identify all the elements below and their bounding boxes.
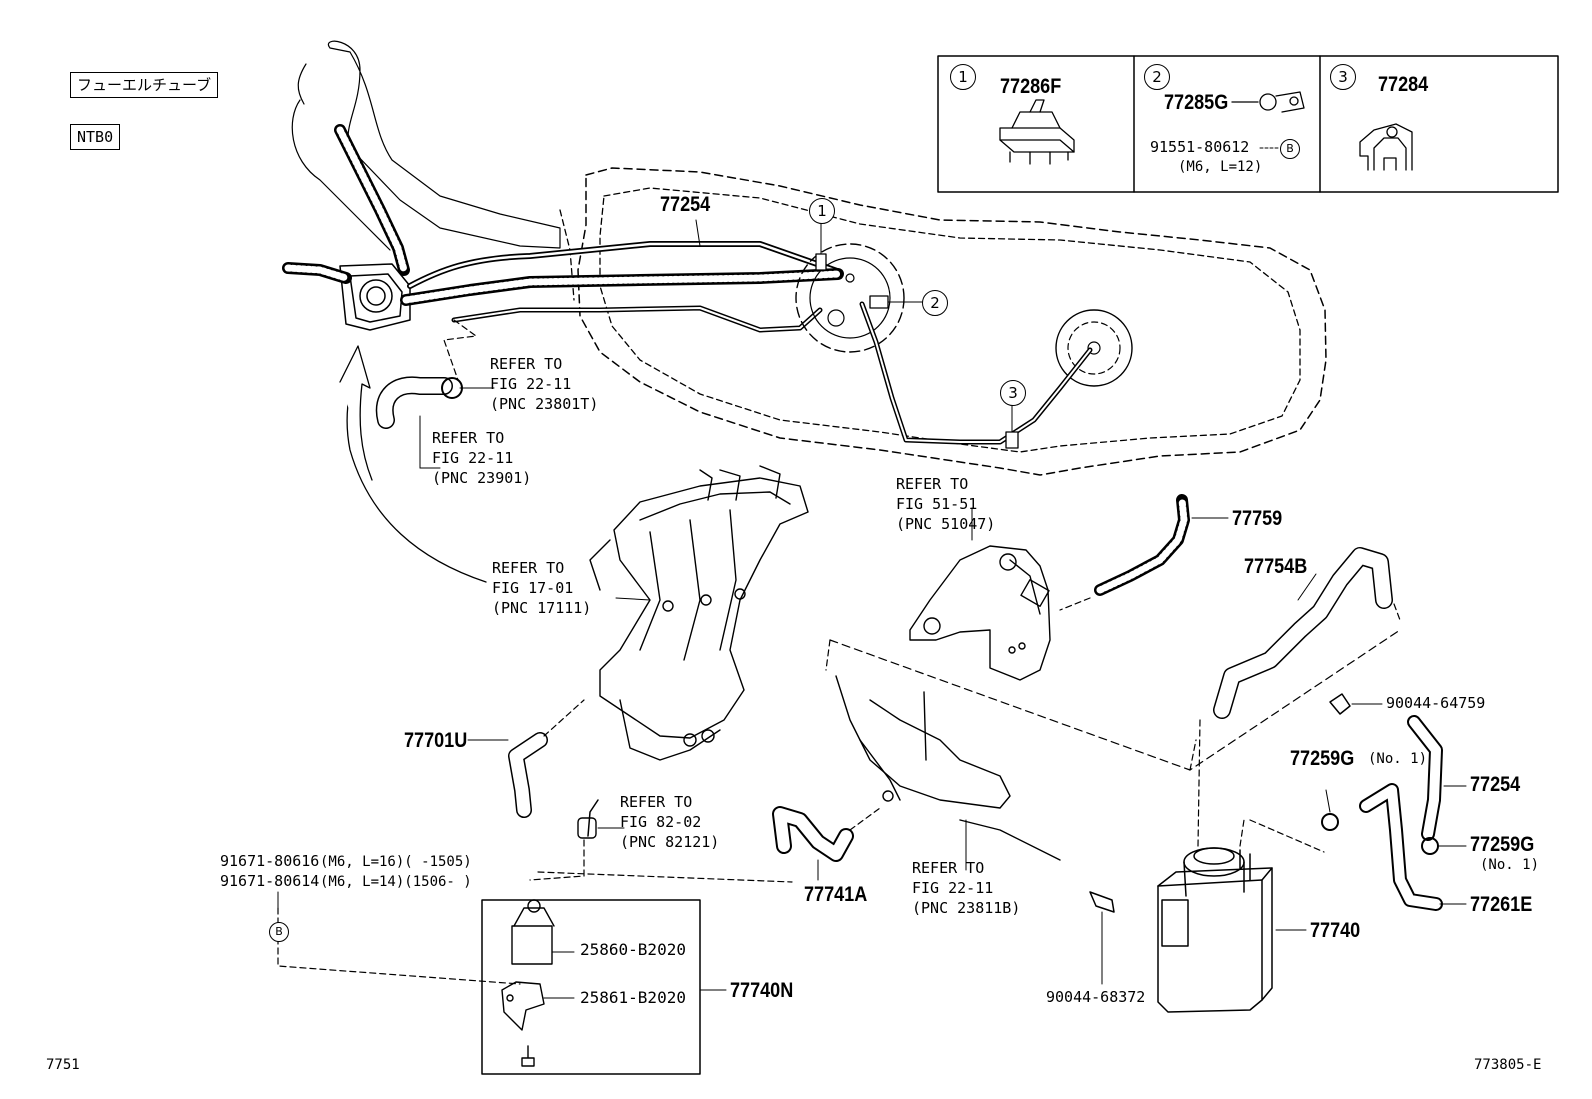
filler-neck-outline <box>327 40 561 249</box>
part-77740n: 77740N <box>730 979 794 1002</box>
part-77254-top: 77254 <box>660 193 711 216</box>
part-77741a: 77741A <box>804 883 868 906</box>
bracket-25861-drawing <box>501 981 545 1031</box>
section-title-jp: フューエルチューブ <box>70 72 219 98</box>
part-25861-b2020: 25861-B2020 <box>580 988 686 1007</box>
legend-part-77284: 77284 <box>1378 73 1429 96</box>
callout-2: 2 <box>922 290 948 316</box>
legend-num-2: 2 <box>1144 64 1170 90</box>
legend-bolt-spec: (M6, L=12) <box>1178 159 1263 175</box>
drawing-id: 773805-E <box>1474 1057 1542 1073</box>
bolt-91671-80616-spec: (M6, L=16)( -1505) <box>320 854 472 870</box>
fuel-pipe-23811b-drawing <box>835 675 1061 861</box>
bracket-51047-drawing <box>909 545 1051 681</box>
vsv-box <box>481 899 701 1075</box>
bolt-91671-80616: 91671-80616 <box>220 852 320 870</box>
callout-3: 3 <box>1000 380 1026 406</box>
bolt-mark-b: B <box>269 922 289 942</box>
ref-pnc-23811b: REFER TO FIG 22-11 (PNC 23811B) <box>912 859 1021 917</box>
legend-num-3: 3 <box>1330 64 1356 90</box>
clip-77286f-drawing <box>999 99 1075 165</box>
ref-pnc-23901: REFER TO FIG 22-11 (PNC 23901) <box>432 429 532 487</box>
pump-plate-main <box>795 243 905 353</box>
part-90044-64759: 90044-64759 <box>1386 694 1486 712</box>
bolt-91671-80614-spec: (M6, L=14)(1506- ) <box>320 874 472 890</box>
sender-plate <box>1055 309 1133 387</box>
part-77759: 77759 <box>1232 507 1283 530</box>
part-77740: 77740 <box>1310 919 1361 942</box>
intake-manifold-drawing <box>589 465 809 761</box>
legend-part-77285g: 77285G <box>1164 91 1229 114</box>
legend-bolt-mark: B <box>1280 139 1300 159</box>
vsv-25860-drawing <box>511 899 555 965</box>
part-25860-b2020: 25860-B2020 <box>580 940 686 959</box>
canister-77740-drawing <box>1157 847 1273 1013</box>
ref-pnc-82121: REFER TO FIG 82-02 (PNC 82121) <box>620 793 720 851</box>
part-90044-68372: 90044-68372 <box>1046 988 1146 1006</box>
part-77754b: 77754B <box>1244 555 1308 578</box>
legend-bolt-91551: 91551-80612 <box>1150 138 1250 156</box>
section-code: NTB0 <box>70 124 121 150</box>
part-77701u: 77701U <box>404 729 468 752</box>
part-77261e: 77261E <box>1470 893 1533 916</box>
ref-pnc-17111: REFER TO FIG 17-01 (PNC 17111) <box>492 559 592 617</box>
part-77259g-b: 77259G <box>1470 833 1535 856</box>
part-77254-right: 77254 <box>1470 773 1521 796</box>
fuel-tank-outline <box>577 167 1327 476</box>
callout-1: 1 <box>809 198 835 224</box>
legend-part-77286f: 77286F <box>1000 75 1062 98</box>
clip-77284-drawing <box>1359 123 1413 171</box>
part-77259g-b-note: (No. 1) <box>1480 857 1540 873</box>
part-77259g-a-note: (No. 1) <box>1368 751 1428 767</box>
tube-to-sender <box>859 301 1093 445</box>
bolt-91671-80614: 91671-80614 <box>220 872 320 890</box>
legend-num-1: 1 <box>950 64 976 90</box>
part-77259g-a: 77259G <box>1290 747 1355 770</box>
ref-pnc-23801t: REFER TO FIG 22-11 (PNC 23801T) <box>490 355 599 413</box>
clamp-77285g-drawing <box>1231 91 1305 113</box>
legend-box <box>937 55 1559 193</box>
filler-door-drawing <box>339 263 411 331</box>
ref-pnc-51047: REFER TO FIG 51-51 (PNC 51047) <box>896 475 996 533</box>
figure-id: 7751 <box>46 1057 80 1073</box>
